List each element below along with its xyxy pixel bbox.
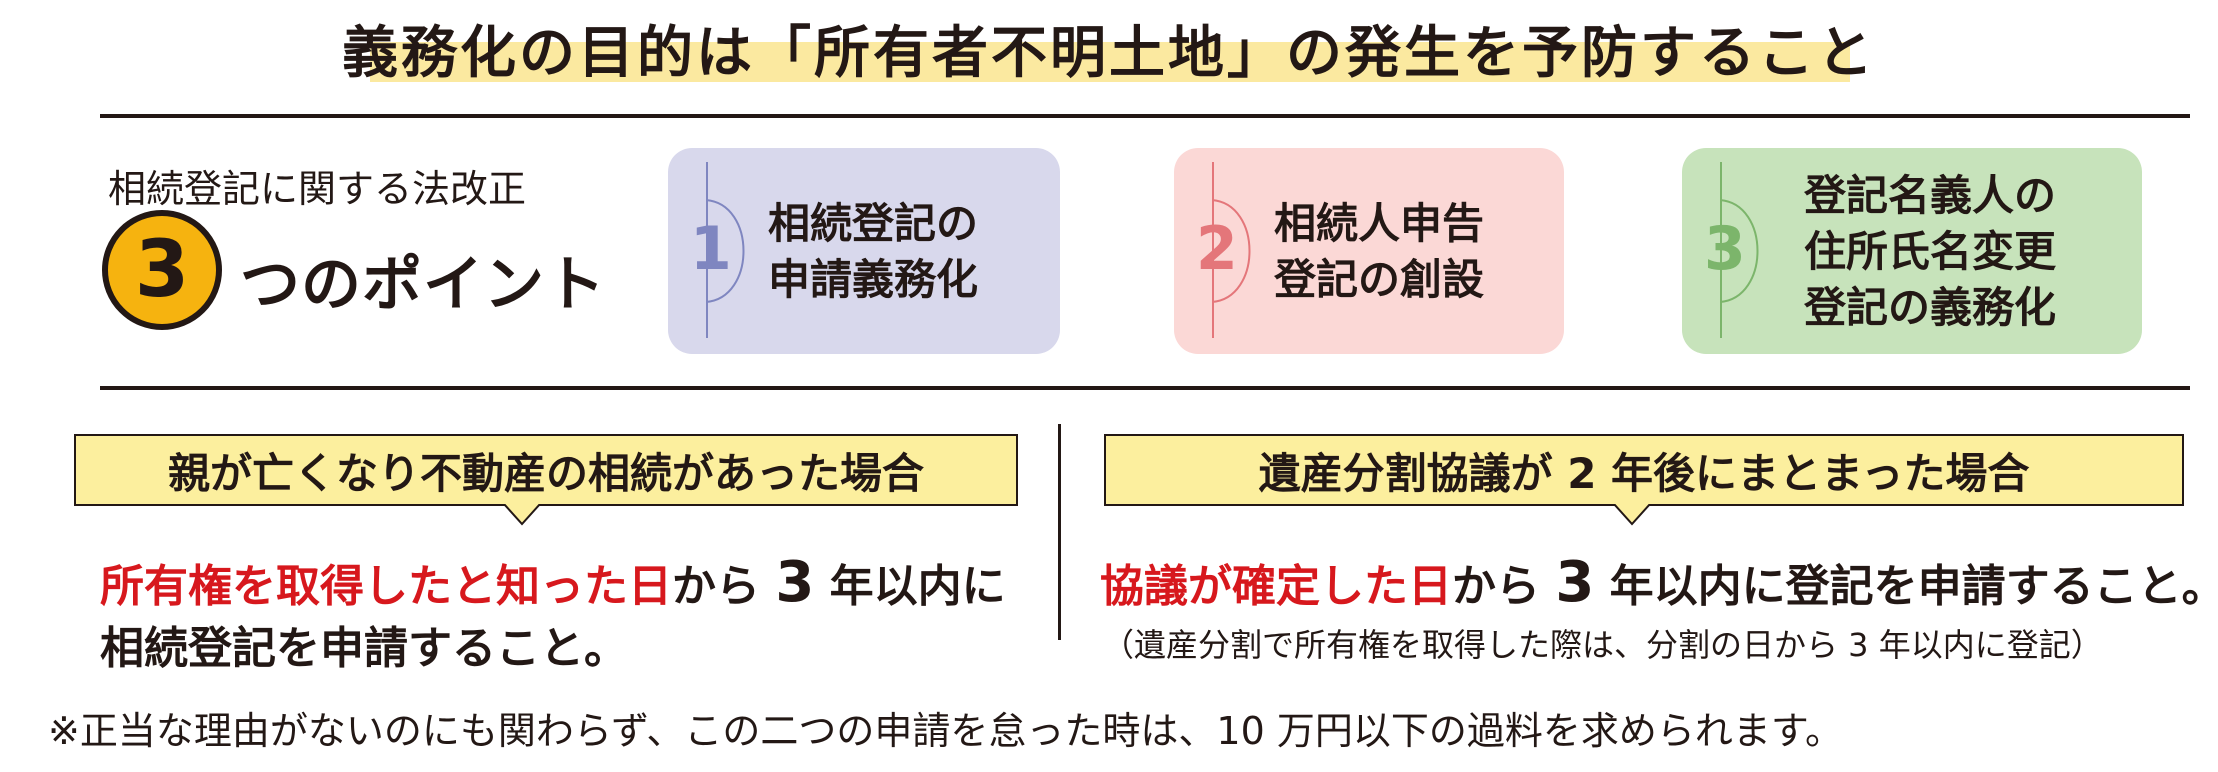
top-rule bbox=[100, 114, 2190, 118]
left-situation-heading: 親が亡くなり不動産の相続があった場合 bbox=[74, 434, 1018, 506]
card-1-number: 1 bbox=[690, 214, 732, 284]
right-rule-from: から bbox=[1452, 561, 1540, 612]
point-card-3: 3 登記名義人の 住所氏名変更 登記の義務化 bbox=[1682, 148, 2142, 354]
points-count: 3 bbox=[134, 225, 190, 315]
card-3-divider bbox=[1720, 162, 1722, 338]
footnote: ※正当な理由がないのにも関わらず、この二つの申請を怠った時は、10 万円以下の過… bbox=[48, 709, 1844, 753]
title-highlight bbox=[370, 42, 1850, 82]
point-card-2: 2 相続人申告 登記の創設 bbox=[1174, 148, 1564, 354]
card-2-divider bbox=[1212, 162, 1214, 338]
card-2-line-1: 相続人申告 bbox=[1274, 199, 1485, 248]
left-rule-from: から bbox=[672, 561, 760, 612]
right-sub-note: （遺産分割で所有権を取得した際は、分割の日から 3 年以内に登記） bbox=[1102, 626, 2103, 664]
right-rule-rest: 年以内に登記を申請すること。 bbox=[1609, 561, 2218, 612]
left-rule-rest: 年以内に bbox=[829, 561, 1006, 612]
point-card-1: 1 相続登記の 申請義務化 bbox=[668, 148, 1060, 354]
card-1-text: 相続登記の 申請義務化 bbox=[768, 196, 978, 308]
left-rule-line-1: 所有権を取得したと知った日から 3 年以内に bbox=[100, 552, 1006, 618]
card-3-number: 3 bbox=[1704, 214, 1746, 284]
left-rule-num: 3 bbox=[775, 550, 815, 615]
right-rule-num: 3 bbox=[1555, 550, 1595, 615]
card-2-line-2: 登記の創設 bbox=[1274, 255, 1485, 304]
middle-rule bbox=[100, 386, 2190, 390]
left-heading-text: 親が亡くなり不動産の相続があった場合 bbox=[167, 448, 924, 498]
card-3-line-1: 登記名義人の bbox=[1804, 171, 2057, 220]
right-heading-text: 遺産分割協議が 2 年後にまとまった場合 bbox=[1258, 448, 2030, 498]
points-caption: 相続登記に関する法改正 bbox=[108, 167, 527, 211]
card-3-line-2: 住所氏名変更 bbox=[1804, 227, 2057, 276]
page-title: 義務化の目的は「所有者不明土地」の発生を予防すること bbox=[342, 21, 1876, 86]
card-3-arc bbox=[1720, 199, 1759, 303]
left-rule-line-2: 相続登記を申請すること。 bbox=[100, 623, 628, 674]
card-2-arc bbox=[1212, 199, 1251, 303]
left-rule-red: 所有権を取得したと知った日 bbox=[100, 561, 672, 612]
card-1-line-2: 申請義務化 bbox=[768, 255, 979, 304]
card-1-arc bbox=[706, 199, 745, 303]
column-divider bbox=[1058, 424, 1061, 640]
right-situation-heading: 遺産分割協議が 2 年後にまとまった場合 bbox=[1104, 434, 2184, 506]
card-3-text: 登記名義人の 住所氏名変更 登記の義務化 bbox=[1804, 168, 2056, 336]
card-1-divider bbox=[706, 162, 708, 338]
points-count-badge: 3 bbox=[102, 210, 222, 330]
card-2-number: 2 bbox=[1196, 214, 1238, 284]
left-rule: 所有権を取得したと知った日から 3 年以内に 相続登記を申請すること。 bbox=[100, 552, 1006, 680]
card-2-text: 相続人申告 登記の創設 bbox=[1274, 196, 1484, 308]
right-heading-pointer bbox=[1614, 504, 1650, 526]
left-heading-pointer bbox=[504, 504, 540, 526]
points-label: つのポイント bbox=[240, 250, 606, 320]
card-1-line-1: 相続登記の bbox=[768, 199, 979, 248]
card-3-line-3: 登記の義務化 bbox=[1804, 283, 2057, 332]
right-rule: 協議が確定した日から 3 年以内に登記を申請すること。 bbox=[1100, 552, 2218, 618]
right-rule-red: 協議が確定した日 bbox=[1100, 561, 1452, 612]
